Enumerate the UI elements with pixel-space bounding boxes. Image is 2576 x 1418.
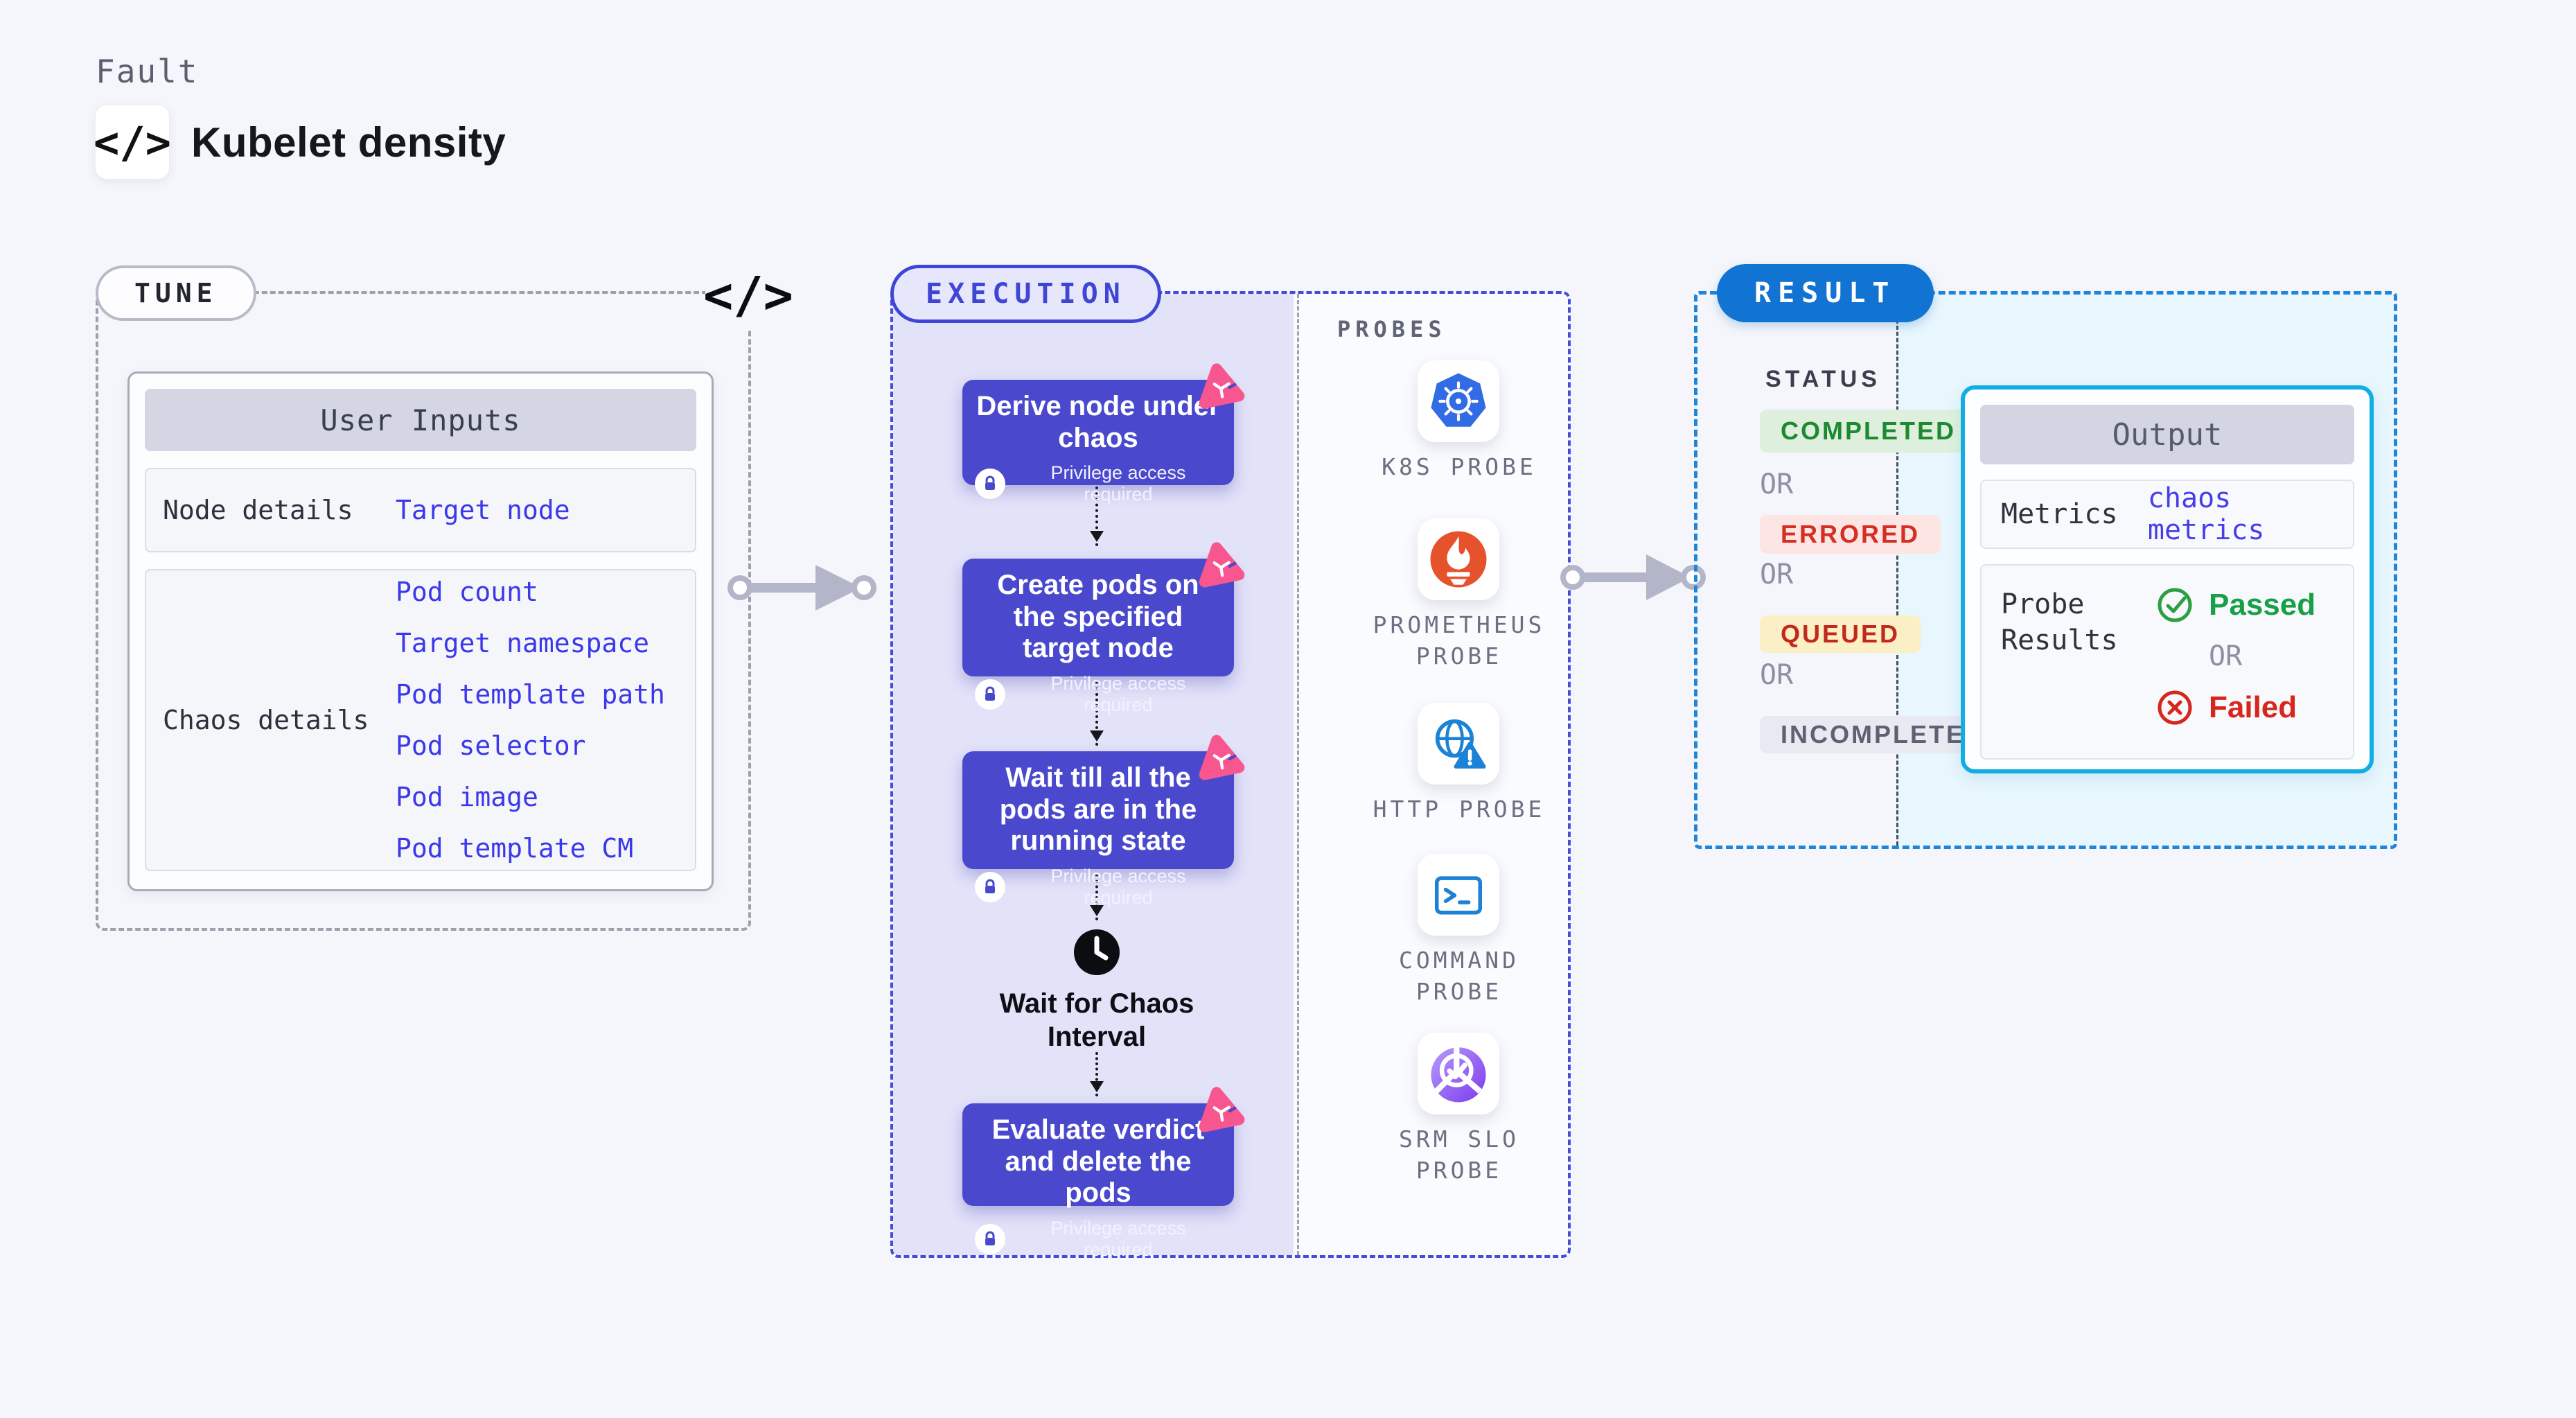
probe-verdict-failed: Failed (2156, 689, 2315, 726)
result-badge: RESULT (1717, 264, 1934, 322)
lock-icon (975, 469, 1005, 500)
probe-label: SRM SLO PROBE (1398, 1126, 1520, 1184)
lock-icon (975, 679, 1005, 710)
chaos-experiment-icon (1199, 1087, 1245, 1132)
flow-arrow-execution-to-result (1560, 554, 1706, 600)
srm-slo-probe-tile (1418, 1033, 1499, 1114)
passed-label: Passed (2209, 588, 2316, 622)
table-row: Node details Target node (145, 468, 696, 552)
output-header: Output (1980, 405, 2354, 464)
status-badge-completed: COMPLETED (1760, 410, 1977, 453)
code-icon: </> (703, 262, 793, 329)
probe-label: PROMETHEUS PROBE (1373, 611, 1546, 669)
pod-template-cm-link[interactable]: Pod template CM (396, 833, 634, 864)
pod-selector-link[interactable]: Pod selector (396, 730, 586, 761)
chaos-experiment-icon (1199, 542, 1245, 588)
pod-count-link[interactable]: Pod count (396, 577, 538, 607)
metrics-label: Metrics (2001, 498, 2118, 530)
user-inputs-table: User Inputs Node details Target node Cha… (127, 371, 714, 891)
chaos-experiment-icon (1199, 363, 1245, 409)
lock-icon (975, 1223, 1005, 1254)
fault-eyebrow: Fault (96, 53, 199, 90)
or-label: OR (1760, 559, 1794, 590)
execution-badge: EXECUTION (890, 265, 1161, 323)
user-inputs-header: User Inputs (145, 389, 696, 451)
probe-results-label: Probe Results (2001, 588, 2118, 656)
tune-badge: TUNE (96, 265, 256, 321)
or-label: OR (2209, 640, 2243, 672)
terminal-icon (1434, 876, 1483, 915)
code-icon: </> (94, 105, 171, 179)
table-row: Chaos details Pod count Target namespace… (145, 569, 696, 871)
privilege-note: Privilege access required (975, 462, 1221, 505)
flow-arrow-down (1090, 487, 1104, 546)
status-badge-queued: QUEUED (1760, 615, 1921, 653)
probes-heading: PROBES (1337, 316, 1447, 342)
privilege-label: Privilege access required (1050, 1217, 1186, 1260)
pod-template-path-link[interactable]: Pod template path (396, 679, 665, 710)
privilege-note: Privilege access required (975, 866, 1221, 909)
kubernetes-icon (1431, 373, 1486, 427)
probe-verdict-passed: Passed (2156, 586, 2315, 624)
page-header: </> Kubelet density (94, 105, 506, 179)
status-divider (1896, 295, 1898, 846)
x-circle-icon (2158, 690, 2192, 725)
step-title: Derive node under chaos (976, 391, 1220, 453)
page-title: Kubelet density (191, 119, 506, 166)
step-title: Create pods on the specified target node (997, 570, 1199, 664)
or-label: OR (1760, 469, 1794, 500)
target-node-link[interactable]: Target node (396, 495, 570, 525)
lock-icon (975, 871, 1005, 902)
step-title: Wait till all the pods are in the runnin… (999, 762, 1197, 857)
step-card-create-pods: Create pods on the specified target node… (962, 542, 1245, 715)
output-table: Output Metrics chaos metrics Probe Resul… (1961, 385, 2374, 773)
or-label: OR (1760, 659, 1794, 691)
http-globe-icon (1435, 719, 1486, 769)
clock-icon (1074, 929, 1120, 975)
target-namespace-link[interactable]: Target namespace (396, 628, 650, 658)
chaos-experiment-icon (1199, 735, 1245, 780)
probe-label: K8S PROBE (1382, 453, 1537, 480)
k8s-probe-tile (1418, 360, 1499, 442)
privilege-label: Privilege access required (1050, 462, 1186, 505)
step-card-derive-node: Derive node under chaos Privilege access… (962, 363, 1245, 505)
flow-arrow-tune-to-execution (727, 565, 876, 611)
probes-divider (1297, 294, 1299, 1255)
wait-for-chaos-interval-label: Wait for Chaos Interval (999, 988, 1194, 1052)
status-heading: STATUS (1765, 366, 1881, 392)
http-probe-tile (1418, 703, 1499, 785)
probe-label: HTTP PROBE (1373, 796, 1546, 823)
chaos-metrics-link[interactable]: chaos metrics (2147, 482, 2265, 546)
privilege-note: Privilege access required (975, 1218, 1221, 1261)
step-title: Evaluate verdict and delete the pods (991, 1114, 1205, 1209)
row-label: Chaos details (163, 705, 369, 735)
status-badge-errored: ERRORED (1760, 515, 1941, 554)
privilege-note: Privilege access required (975, 673, 1221, 716)
prometheus-icon (1430, 531, 1487, 588)
metrics-row: Metrics chaos metrics (1980, 480, 2354, 549)
step-card-evaluate-verdict: Evaluate verdict and delete the pods Pri… (962, 1087, 1245, 1260)
flow-arrow-down (1090, 875, 1104, 920)
srm-slo-icon (1431, 1045, 1486, 1103)
step-card-wait-pods-running: Wait till all the pods are in the runnin… (962, 735, 1245, 908)
prometheus-probe-tile (1418, 518, 1499, 600)
probe-label: COMMAND PROBE (1398, 947, 1520, 1005)
tune-section-box (96, 291, 751, 931)
pod-image-link[interactable]: Pod image (396, 782, 538, 812)
flow-arrow-down (1090, 1052, 1104, 1096)
privilege-label: Privilege access required (1050, 672, 1186, 715)
command-probe-tile (1418, 854, 1499, 936)
probe-results-row: Probe Results Passed OR Faile (1980, 564, 2354, 760)
check-circle-icon (2158, 588, 2192, 622)
flow-arrow-down (1090, 682, 1104, 746)
privilege-label: Privilege access required (1050, 865, 1186, 908)
failed-label: Failed (2209, 690, 2297, 724)
row-label: Node details (163, 495, 353, 525)
